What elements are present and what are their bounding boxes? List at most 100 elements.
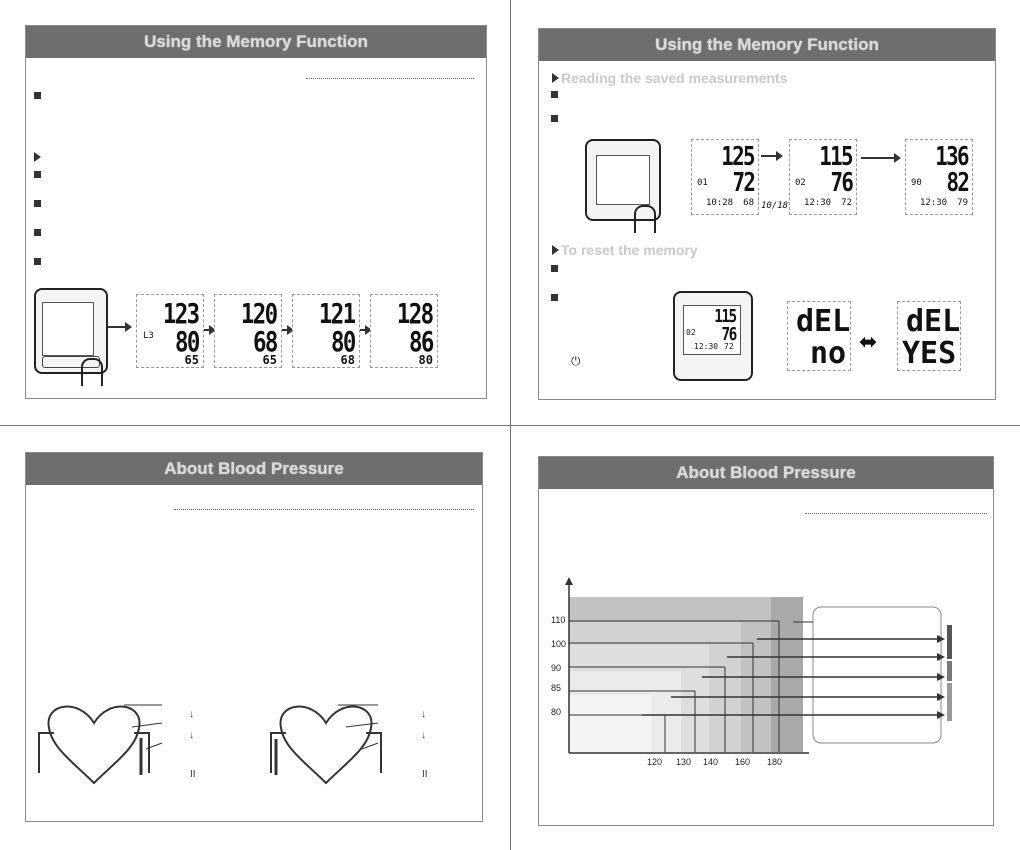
toggle-arrow-icon: ⬌ — [859, 329, 878, 354]
x-tick-label: 130 — [676, 757, 692, 767]
dotted-rule — [306, 78, 474, 79]
lcd-del-no: dEL no — [787, 301, 851, 371]
category-arrowhead — [937, 653, 945, 661]
y-tick-label: 80 — [551, 707, 562, 717]
next-arrow — [761, 151, 783, 161]
lcd-systolic: 123 — [163, 297, 200, 330]
lcd-memory: L3 — [143, 331, 154, 341]
del-label: dEL — [906, 304, 961, 339]
grade-bar-high — [947, 625, 952, 659]
bullet-triangle — [552, 73, 559, 83]
lcd-time: 12:30 — [920, 198, 948, 208]
device-lcd-diastolic: 76 — [721, 324, 738, 345]
bullet-square — [34, 258, 41, 265]
heart-outline — [279, 705, 373, 785]
callout-line — [361, 742, 379, 750]
lcd-memory: 02 — [795, 178, 806, 188]
cut-line-horizontal — [0, 425, 1020, 426]
next-arrow — [360, 325, 372, 335]
lcd-systolic: 136 — [935, 142, 969, 172]
lcd-diastolic: 80 — [331, 325, 356, 358]
legend-box — [812, 606, 942, 744]
bullet-square — [551, 265, 558, 272]
lcd-systolic: 121 — [319, 297, 356, 330]
bullet-square — [34, 200, 41, 207]
lcd-diastolic: 72 — [732, 168, 755, 198]
lcd-pulse: 68 — [340, 353, 355, 367]
device-screen: 115 76 12:30 02 72 — [683, 305, 741, 355]
lcd-diastolic: 76 — [830, 168, 853, 198]
lcd-time: 12:30 — [804, 198, 832, 208]
dotted-rule — [805, 513, 987, 514]
del-label: dEL — [796, 304, 851, 339]
lcd-date: 10/18 — [761, 201, 789, 211]
device-screen — [596, 155, 650, 205]
device-screen — [42, 302, 94, 356]
lcd-memory: 90 — [911, 178, 922, 188]
bullet-triangle — [552, 245, 559, 255]
y-tick-label: 100 — [551, 639, 567, 649]
bullet-square — [34, 92, 41, 99]
lcd-del-yes: dEL YES — [897, 301, 961, 371]
del-yes-label: YES — [902, 336, 957, 371]
heart-diastole-diagram — [270, 704, 382, 785]
x-tick-label: 120 — [647, 757, 663, 767]
category-arrowhead — [937, 635, 945, 643]
heart-systole-diagram — [38, 704, 163, 785]
zone-optimal — [569, 695, 651, 752]
finger-press-icon — [634, 205, 656, 233]
panel-title: About Blood Pressure — [26, 453, 482, 485]
x-tick-label: 140 — [703, 757, 719, 767]
lcd-systolic: 128 — [397, 297, 434, 330]
bullet-square — [551, 91, 558, 98]
device-lcd-memory: 02 — [686, 328, 696, 337]
lcd-systolic: 115 — [819, 142, 853, 172]
bullet-square — [551, 115, 558, 122]
power-icon: ⏻ — [571, 354, 581, 368]
category-arrowhead — [937, 673, 945, 681]
category-arrowhead — [937, 693, 945, 701]
down-arrow-icon: ↓ — [189, 709, 194, 720]
subheading-reset: To reset the memory — [561, 242, 698, 258]
bullet-square — [34, 171, 41, 178]
panel-bp-1: About Blood Pressure ↓ ↓ II ↓ ↓ II — [25, 452, 483, 822]
next-arrow — [108, 322, 132, 332]
down-arrow-icon: ↓ — [189, 730, 194, 741]
lcd-time: 10:28 — [706, 198, 734, 208]
bullet-triangle — [34, 152, 41, 162]
grade-bar-low — [947, 683, 952, 721]
heart-outline — [47, 705, 141, 785]
y-tick-label: 85 — [551, 683, 562, 693]
next-arrow — [861, 153, 901, 163]
equals-label: II — [422, 769, 428, 780]
vessel-outline — [38, 732, 150, 773]
down-arrow-icon: ↓ — [421, 709, 426, 720]
lcd-diastolic: 82 — [946, 168, 969, 198]
callout-line — [145, 742, 163, 750]
dotted-rule — [174, 509, 474, 510]
subheading-reading: Reading the saved measurements — [561, 70, 788, 86]
lcd-pulse: 65 — [184, 353, 199, 367]
next-arrow — [204, 325, 216, 335]
bullet-square — [34, 229, 41, 236]
lcd-systolic: 125 — [721, 142, 755, 172]
device-lcd-time: 12:30 — [694, 342, 719, 351]
lcd-diastolic: 80 — [175, 325, 200, 358]
finger-press-icon — [81, 358, 103, 386]
y-tick-label: 90 — [551, 663, 562, 673]
panel-title: Using the Memory Function — [26, 26, 486, 58]
lcd-memory: 01 — [697, 178, 708, 188]
panel-memory-2: Using the Memory Function Reading the sa… — [538, 28, 996, 400]
vessel-outline — [270, 732, 382, 773]
y-tick-label: 110 — [551, 615, 566, 625]
y-axis-arrowhead — [565, 577, 573, 585]
x-tick-label: 180 — [767, 757, 783, 767]
